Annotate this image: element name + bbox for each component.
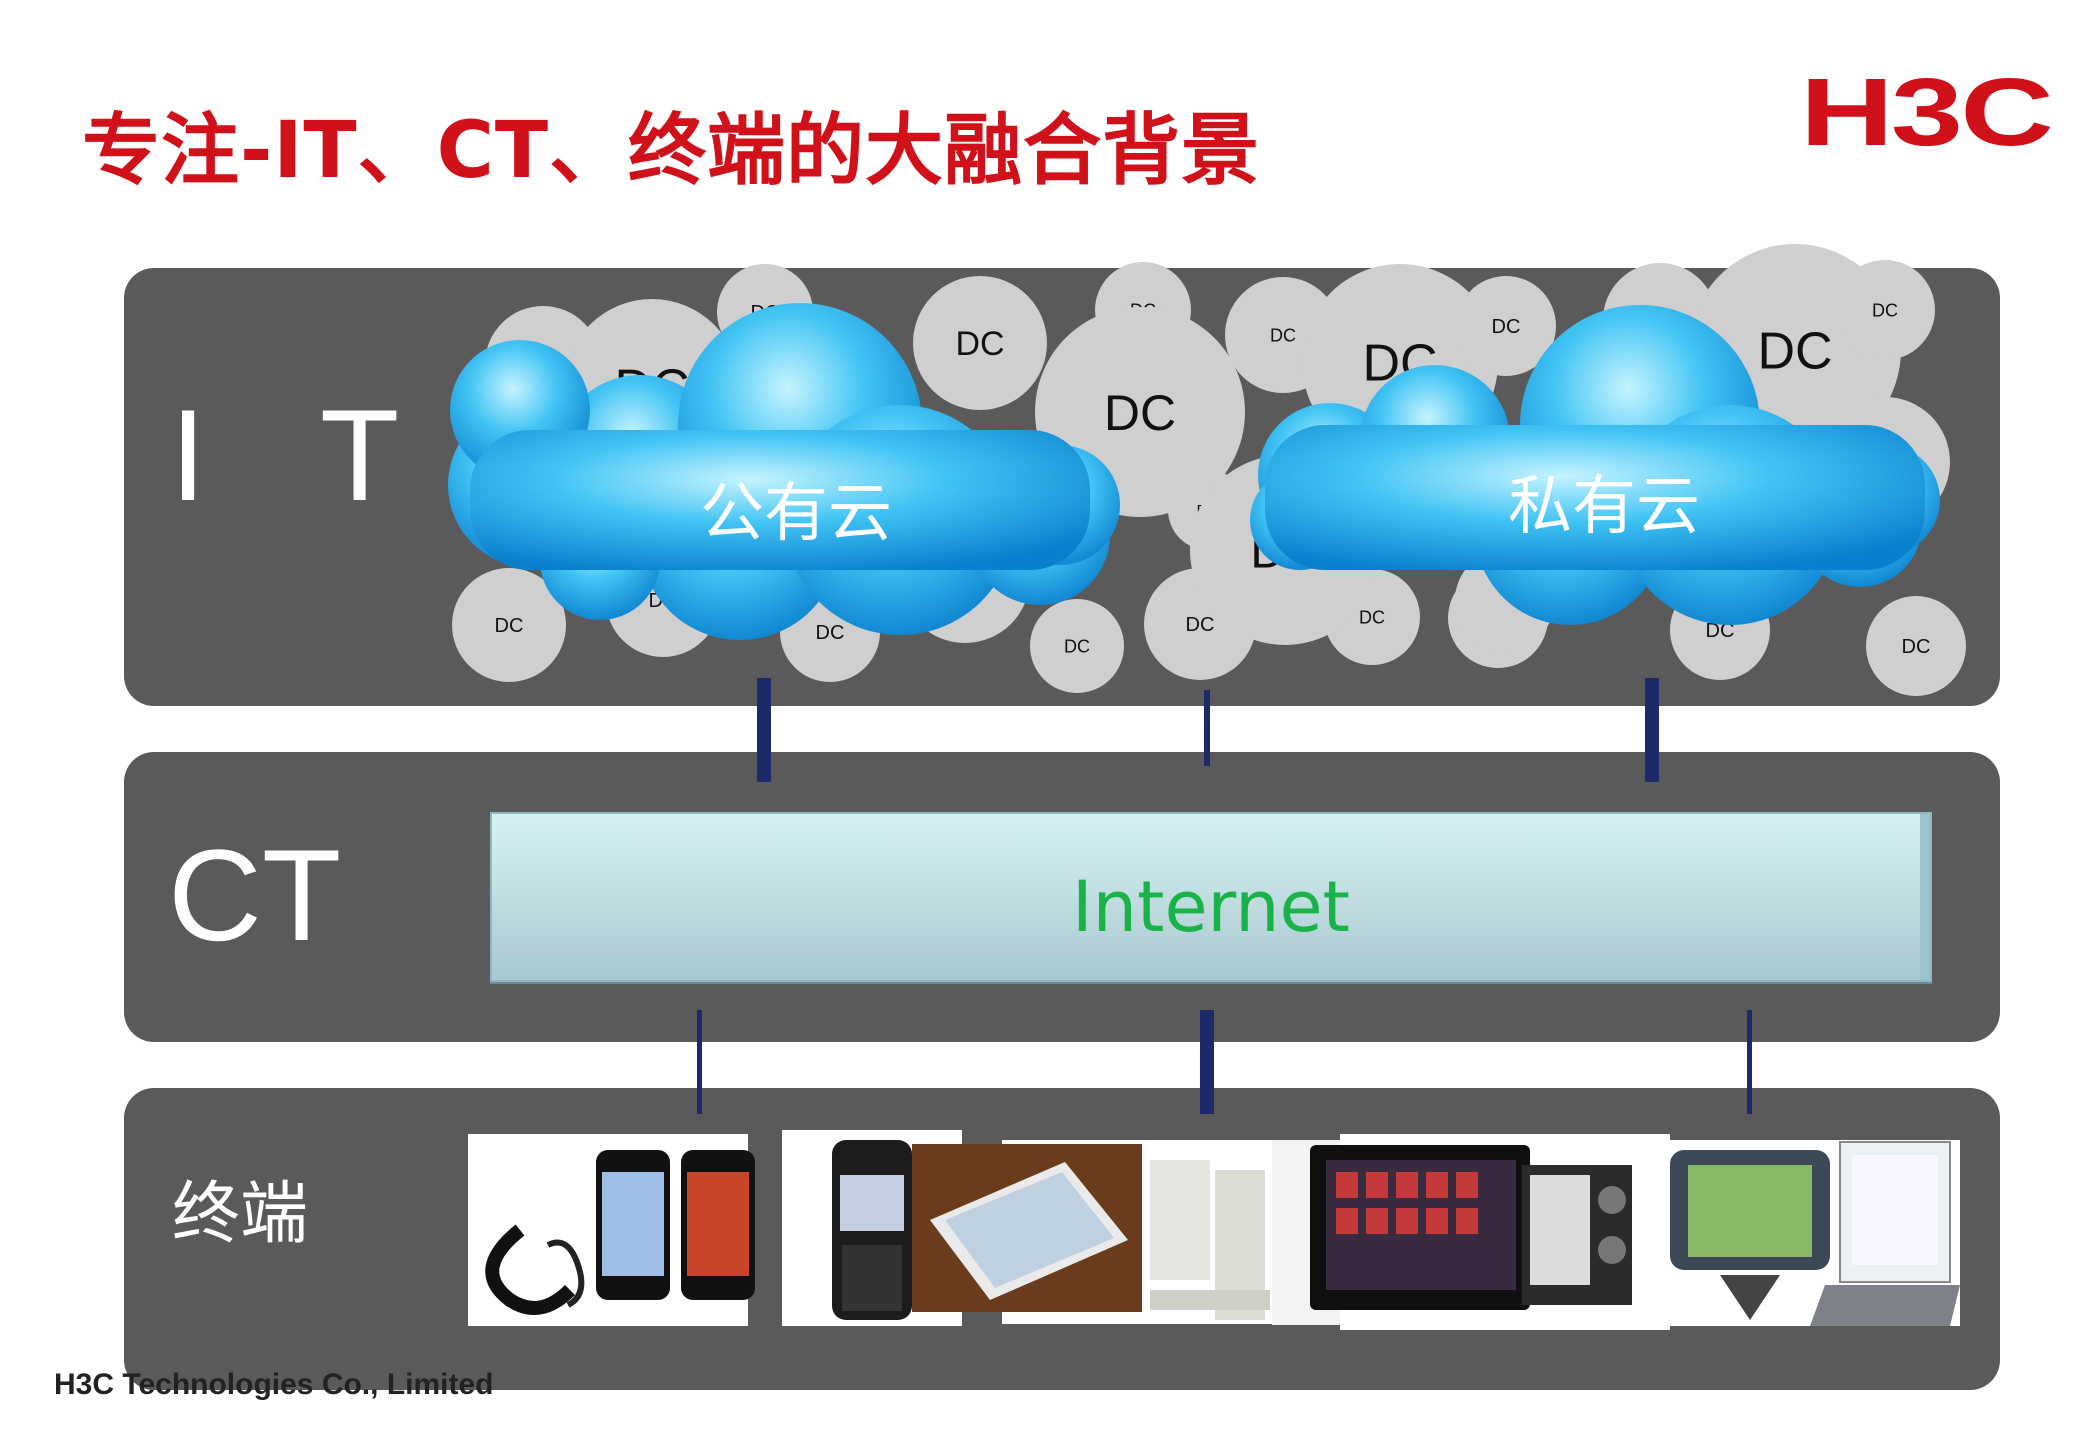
dc-bubble [1835, 260, 1935, 360]
dc-label: DC [1270, 325, 1296, 345]
dc-bubble [913, 276, 1047, 410]
connector-ct-term-mid [1200, 1010, 1214, 1114]
dc-label: DC [816, 622, 845, 644]
terminal-layer-label: 终端 [172, 1175, 309, 1254]
desktop-pc-image [1150, 1160, 1270, 1320]
dc-label: DC [1104, 385, 1176, 441]
crt-tv-image [1522, 1165, 1632, 1305]
flat-tv-image [1310, 1145, 1530, 1310]
dc-label: DC [495, 615, 524, 637]
dc-bubble [1030, 599, 1124, 693]
dc-bubble [1866, 596, 1966, 696]
dc-label: DC [1492, 316, 1521, 338]
connector-it-ct-left [757, 678, 771, 782]
ct-layer-label: CT [168, 822, 342, 968]
connector-ct-term-left [697, 1010, 702, 1114]
private-cloud [1250, 305, 1940, 625]
connector-ct-term-right [1747, 1010, 1752, 1114]
nokia-phone-image [832, 1140, 912, 1320]
dc-label: DC [1064, 636, 1090, 656]
internet-label: Internet [1072, 866, 1350, 948]
laptop-image [1810, 1141, 1960, 1326]
dc-bubble [452, 568, 566, 682]
footer-company: H3C Technologies Co., Limited [54, 1368, 494, 1401]
gps-navigator-image [1670, 1150, 1830, 1320]
private-cloud-label: 私有云 [1508, 470, 1700, 544]
connector-it-ct-right [1645, 678, 1659, 782]
connectors [697, 678, 1752, 1114]
telephone-image [485, 1224, 585, 1315]
connector-it-ct-mid [1204, 690, 1210, 766]
tablet-image [912, 1144, 1142, 1312]
dc-label: DC [1359, 607, 1385, 627]
dc-label: DC [1757, 323, 1832, 381]
dc-label: DC [1706, 620, 1735, 642]
dc-label: DC [1186, 614, 1215, 636]
h3c-logo: H3C [1800, 59, 2054, 166]
dc-bubble [1456, 276, 1556, 376]
dc-label: DC [1902, 636, 1931, 658]
dc-label: DC [1872, 300, 1898, 320]
it-layer-label: I T [170, 382, 440, 528]
dc-label: DC [955, 325, 1004, 363]
internet-bar: Internet [490, 812, 1932, 982]
public-cloud [448, 303, 1120, 640]
public-cloud-label: 公有云 [700, 477, 892, 551]
smartphones-image [596, 1150, 755, 1300]
page-title: 专注-IT、CT、终端的大融合背景 [82, 106, 1261, 196]
